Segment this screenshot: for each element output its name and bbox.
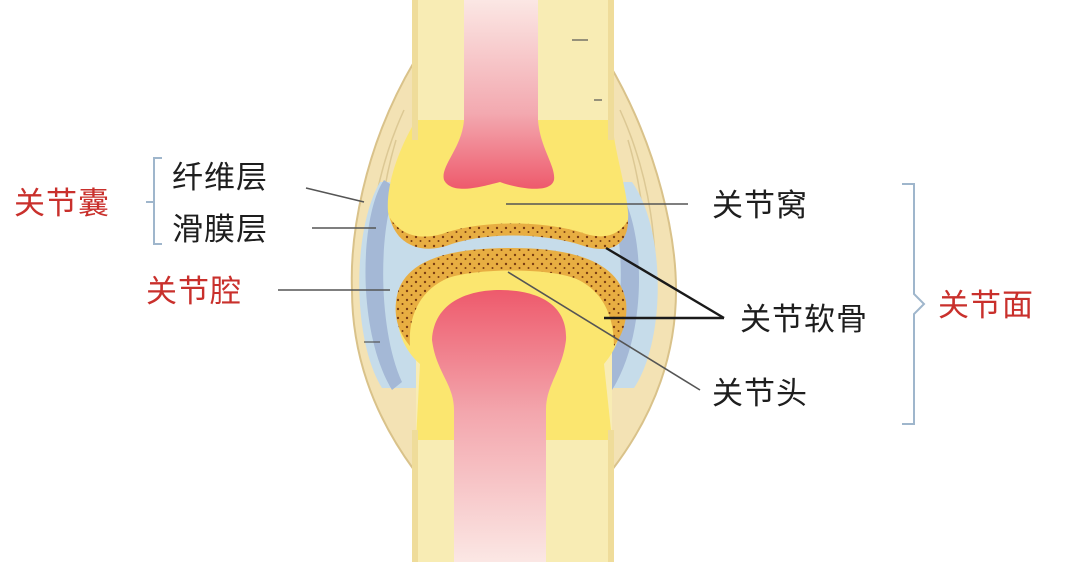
shaft-edge-right: [608, 0, 614, 140]
bracket-right: [902, 183, 926, 425]
upper-marrow: [443, 0, 555, 189]
shaft-edge-left: [412, 0, 418, 140]
label-joint-capsule: 关节囊: [14, 186, 110, 222]
leader-fibrous: [305, 187, 365, 203]
leader-head: [507, 271, 701, 391]
label-articular-head: 关节头: [712, 376, 808, 412]
synovial-left: [365, 180, 402, 390]
label-articular-fossa: 关节窝: [712, 188, 808, 224]
label-joint-cavity: 关节腔: [146, 274, 242, 310]
lower-marrow: [432, 290, 567, 562]
label-fibrous-layer: 纤维层: [172, 160, 268, 196]
label-articular-surface: 关节面: [938, 288, 1034, 324]
bracket-left: [146, 157, 162, 245]
shaft-edge-left-low: [412, 430, 418, 562]
upper-cartilage-dots: [390, 218, 628, 249]
label-articular-cartilage: 关节软骨: [740, 302, 868, 338]
label-synovial-layer: 滑膜层: [172, 212, 268, 248]
leader-cartilage-top: [605, 246, 725, 320]
shaft-edge-right-low: [608, 430, 614, 562]
synovial-right: [600, 180, 640, 390]
lower-cartilage-dots: [395, 248, 627, 346]
